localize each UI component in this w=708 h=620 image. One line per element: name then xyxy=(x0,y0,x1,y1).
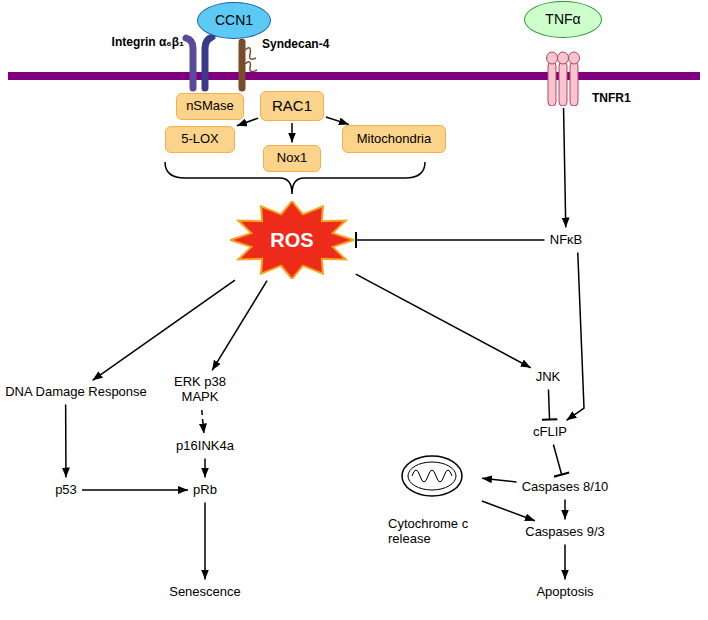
node-text: JNK xyxy=(536,370,561,385)
activation-arrow xyxy=(65,405,67,478)
pathway-node: Caspases 9/3 xyxy=(522,522,608,543)
outcome-node: Senescence xyxy=(166,582,244,603)
inhibition-line xyxy=(548,389,549,419)
pathway-node: Caspases 8/10 xyxy=(519,477,612,498)
node-text: 5-LOX xyxy=(181,132,219,147)
receptor-chain xyxy=(559,62,567,106)
activation-arrow xyxy=(567,252,584,420)
activation-arrow xyxy=(212,281,267,371)
activation-arrow xyxy=(482,501,535,521)
enzyme-box: RAC1 xyxy=(260,91,324,121)
pathway-node: JNK xyxy=(533,367,564,388)
mitochondrion-node: Cytochrome c release xyxy=(384,450,480,550)
activation-arrow xyxy=(93,280,235,380)
activation-arrow xyxy=(564,545,566,580)
integrin-alpha xyxy=(186,38,193,88)
pathway-node: ERK p38 MAPK xyxy=(161,372,239,408)
node-text: Caspases 9/3 xyxy=(525,525,605,540)
node-text: TNFα xyxy=(545,11,580,27)
activation-arrow xyxy=(202,410,204,434)
ligand-ellipse: TNFα xyxy=(524,1,602,38)
node-text: p53 xyxy=(55,483,77,498)
syndecan-chains xyxy=(245,48,257,72)
node-text: Mitochondria xyxy=(357,132,431,147)
receptor-head xyxy=(569,52,580,64)
activation-arrow xyxy=(564,108,566,228)
pathway-node: p53 xyxy=(52,480,80,501)
activation-arrow xyxy=(482,478,517,482)
pathway-node: DNA Damage Response xyxy=(2,382,150,403)
activation-arrow xyxy=(204,503,206,580)
receptor: TNFR1 xyxy=(540,50,586,106)
inhibition-line xyxy=(356,239,545,241)
activation-arrow xyxy=(82,489,188,491)
outcome-node: Apoptosis xyxy=(533,582,597,603)
node-text: CCN1 xyxy=(215,12,253,28)
node-text: NFκB xyxy=(550,233,583,248)
enzyme-box: Mitochondria xyxy=(342,125,446,153)
activation-arrow xyxy=(291,123,293,143)
mitochondrion-outer xyxy=(402,456,462,496)
ligand-ellipse: CCN1 xyxy=(197,2,271,39)
component-label: Integrin α₆β₁ xyxy=(110,36,184,50)
pathway-node: pRb xyxy=(190,480,220,501)
integrin-beta xyxy=(205,37,212,88)
node-text: Cytochrome c release xyxy=(388,517,476,547)
node-text: ERK p38 MAPK xyxy=(164,375,236,405)
node-text: pRb xyxy=(193,483,217,498)
burst-shape xyxy=(230,201,354,279)
node-text: Apoptosis xyxy=(536,585,593,600)
mitochondrion-inner xyxy=(408,462,456,490)
enzyme-box: 5-LOX xyxy=(165,126,235,153)
node-text: Senescence xyxy=(169,585,241,600)
node-text: TNFR1 xyxy=(592,92,631,106)
pathway-node: p16INK4a xyxy=(173,436,237,457)
component-label: Syndecan-4 xyxy=(262,38,329,52)
activation-arrow xyxy=(356,274,531,368)
node-text: Nox1 xyxy=(277,151,307,166)
receptor-drawing xyxy=(540,50,586,106)
node-text: ROS xyxy=(270,229,313,252)
syndecan-core xyxy=(239,42,246,88)
node-text: cFLIP xyxy=(533,425,567,440)
activation-arrow xyxy=(326,117,349,124)
ros-burst: ROS xyxy=(230,201,354,279)
receptor-head xyxy=(547,52,558,64)
node-text: DNA Damage Response xyxy=(5,385,147,400)
enzyme-box: nSMase xyxy=(176,93,244,120)
inhibition-line xyxy=(553,444,561,474)
activation-arrow xyxy=(564,500,566,520)
node-text: Caspases 8/10 xyxy=(522,480,609,495)
receptor-chain xyxy=(570,62,578,106)
activation-arrow xyxy=(204,459,206,478)
receptor-head xyxy=(558,52,569,64)
node-text: nSMase xyxy=(186,99,234,114)
node-text: p16INK4a xyxy=(176,439,234,454)
pathway-node: NFκB xyxy=(547,230,586,251)
enzyme-box: Nox1 xyxy=(263,145,321,172)
mitochondrion-drawing xyxy=(400,454,464,498)
cell-membrane xyxy=(8,72,700,80)
receptor-chain xyxy=(548,62,556,106)
node-text: RAC1 xyxy=(272,97,312,114)
pathway-node: cFLIP xyxy=(530,422,570,443)
mitochondrion-cristae xyxy=(412,470,452,482)
